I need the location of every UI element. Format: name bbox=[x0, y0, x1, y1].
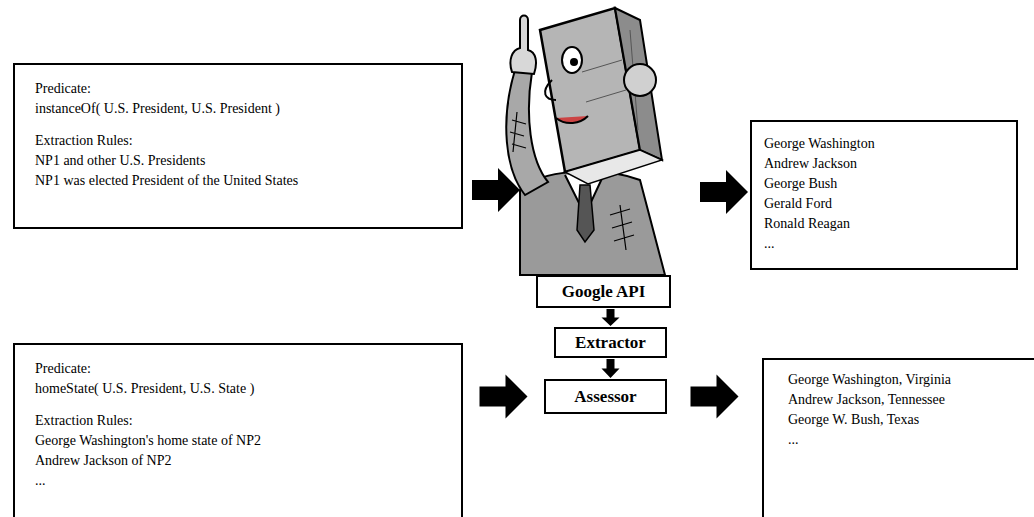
text-box: Predicate:homeState( U.S. President, U.S… bbox=[13, 343, 463, 517]
process-box: Google API bbox=[536, 275, 671, 308]
box-text: Extractor bbox=[575, 333, 646, 353]
figure-tie bbox=[577, 185, 594, 242]
block-arrow bbox=[700, 170, 748, 214]
box-text: Gerald Ford bbox=[764, 194, 1016, 214]
box-text: Andrew Jackson, Tennessee bbox=[788, 390, 1034, 410]
figure-patch bbox=[510, 112, 526, 152]
process-box: Assessor bbox=[544, 379, 667, 414]
box-text: Extraction Rules: bbox=[35, 411, 461, 431]
box-text: ... bbox=[788, 430, 1034, 450]
process-box: Extractor bbox=[554, 327, 667, 358]
figure-nose bbox=[545, 80, 556, 100]
figure-mouth bbox=[556, 116, 588, 123]
box-text: Google API bbox=[562, 282, 646, 302]
block-arrow bbox=[480, 375, 528, 419]
figure-hand bbox=[510, 16, 536, 75]
box-text: NP1 and other U.S. Presidents bbox=[35, 151, 461, 171]
box-text: Andrew Jackson of NP2 bbox=[35, 451, 461, 471]
text-box: George Washington, VirginiaAndrew Jackso… bbox=[762, 358, 1034, 517]
block-arrow bbox=[602, 309, 620, 326]
box-text: ... bbox=[764, 234, 1016, 254]
box-text: Ronald Reagan bbox=[764, 214, 1016, 234]
box-text: George Bush bbox=[764, 174, 1016, 194]
box-text: George Washington's home state of NP2 bbox=[35, 431, 461, 451]
block-arrow bbox=[602, 359, 620, 378]
box-text: NP1 was elected President of the United … bbox=[35, 171, 461, 191]
box-text: George W. Bush, Texas bbox=[788, 410, 1034, 430]
book-pages bbox=[565, 150, 662, 184]
box-text: Extraction Rules: bbox=[35, 131, 461, 151]
text-box: Predicate:instanceOf( U.S. President, U.… bbox=[13, 63, 463, 229]
box-text: Predicate: bbox=[35, 79, 461, 99]
figure-eye bbox=[562, 47, 582, 73]
box-text: ... bbox=[35, 471, 461, 491]
box-text: George Washington bbox=[764, 134, 1016, 154]
book-spine bbox=[615, 8, 662, 160]
text-box: George WashingtonAndrew JacksonGeorge Bu… bbox=[750, 120, 1018, 270]
book-emblem bbox=[624, 64, 656, 96]
box-text: instanceOf( U.S. President, U.S. Preside… bbox=[35, 99, 461, 119]
figure-patch bbox=[610, 205, 634, 250]
box-text: Predicate: bbox=[35, 359, 461, 379]
box-text: homeState( U.S. President, U.S. State ) bbox=[35, 379, 461, 399]
figure-arm bbox=[506, 70, 548, 195]
block-arrow bbox=[691, 375, 739, 419]
box-text: Andrew Jackson bbox=[764, 154, 1016, 174]
figure-pupil bbox=[570, 58, 578, 66]
box-text: George Washington, Virginia bbox=[788, 370, 1034, 390]
box-text: Assessor bbox=[574, 387, 636, 407]
figure-body bbox=[520, 171, 665, 275]
